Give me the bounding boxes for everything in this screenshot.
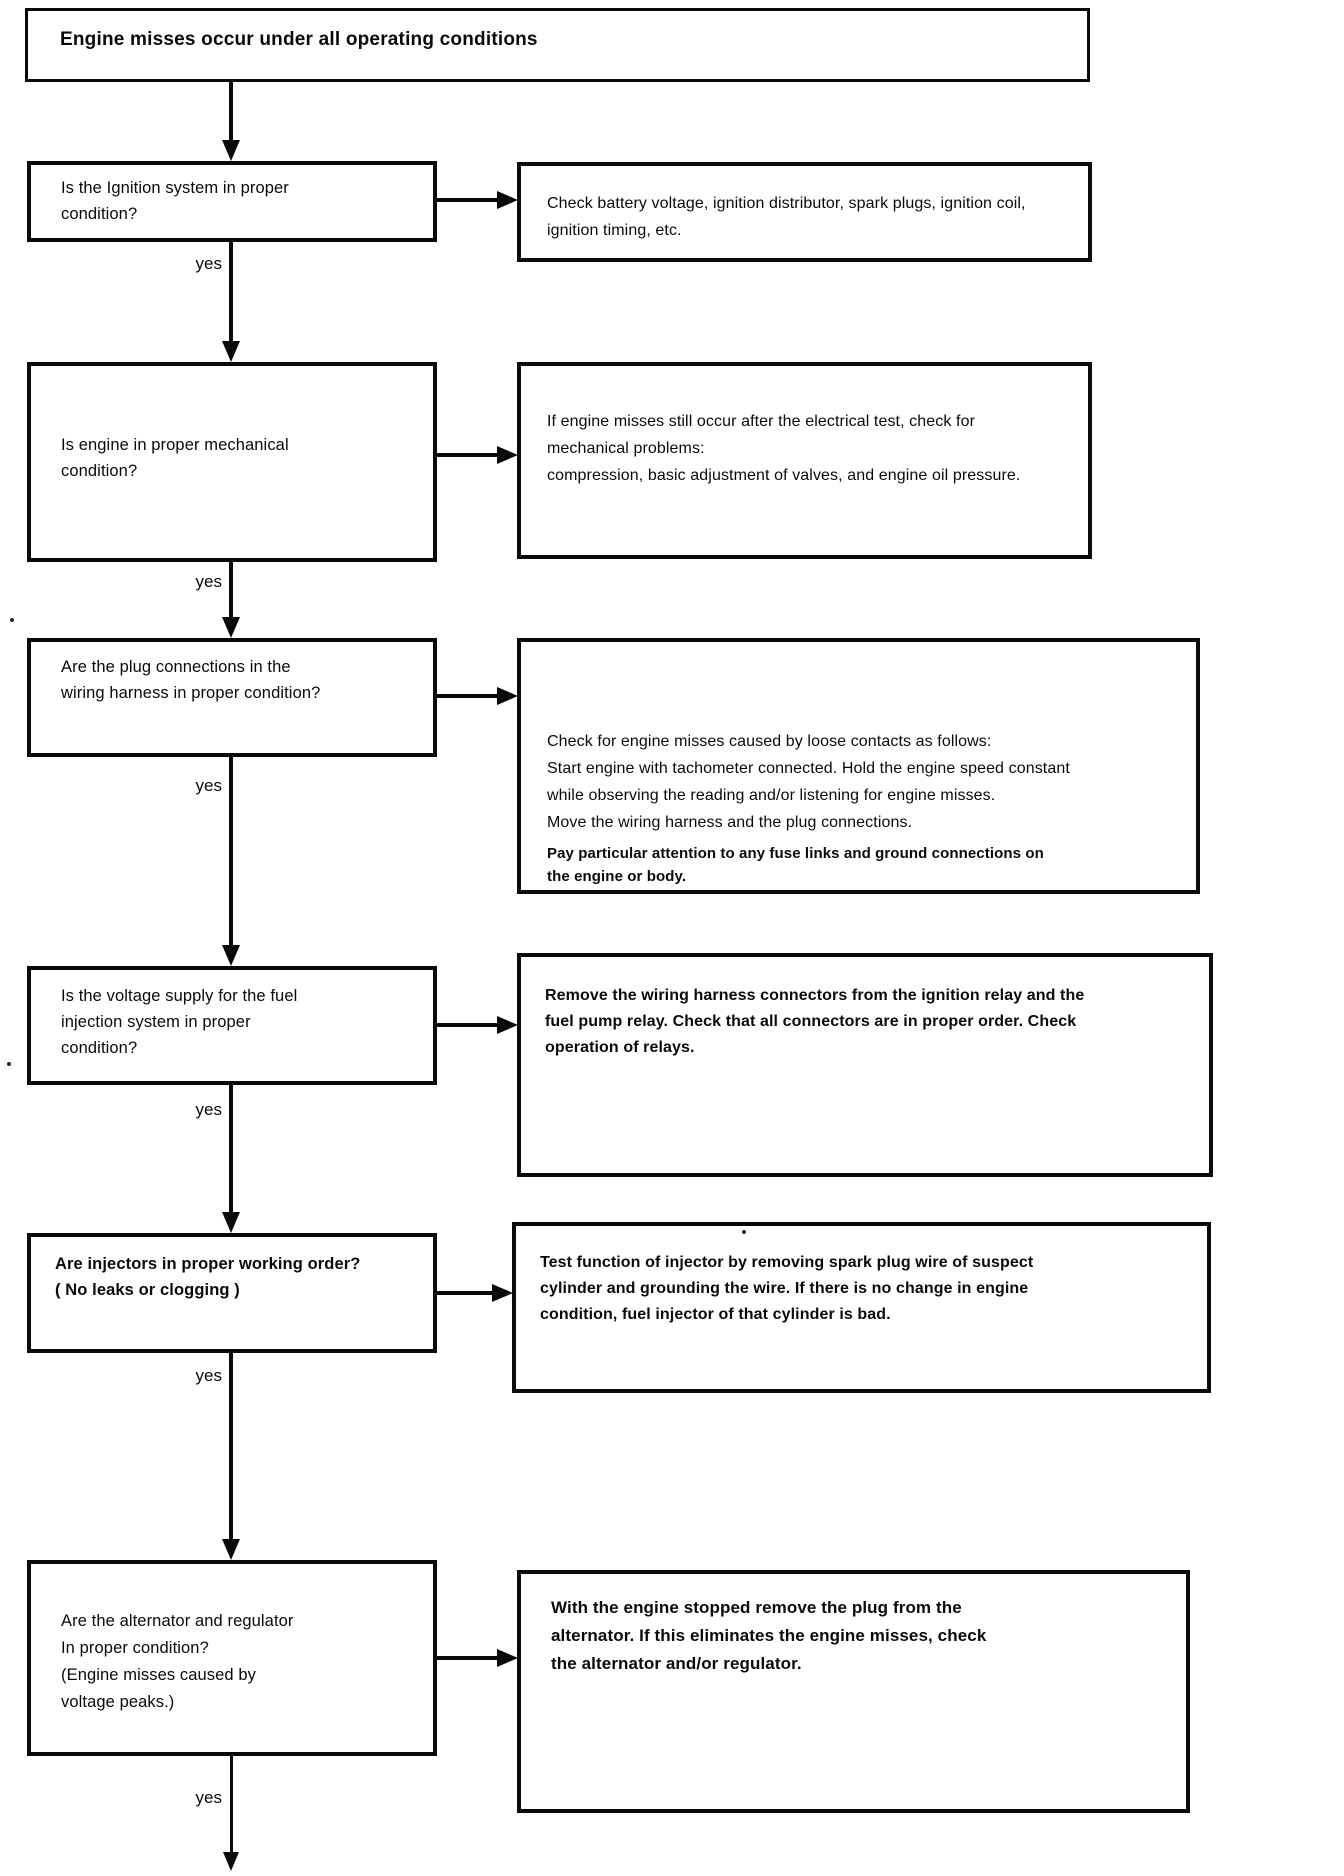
action-text: Test function of injector by removing sp… (540, 1254, 1034, 1323)
yes-label: yes (195, 1788, 222, 1807)
yes-label: yes (195, 254, 222, 273)
decision-ignition-system: Is the Ignition system in proper conditi… (27, 161, 437, 242)
decision-plug-connections: Are the plug connections in the wiring h… (27, 638, 437, 757)
arrow-down-icon (222, 140, 240, 161)
scan-speck (742, 1230, 746, 1234)
decision-text: Is engine in proper mechanical condition… (61, 436, 289, 480)
action-check-mechanical: If engine misses still occur after the e… (517, 362, 1092, 559)
action-text: Check battery voltage, ignition distribu… (547, 195, 1026, 239)
flow-line (229, 80, 233, 142)
action-text: Check for engine misses caused by loose … (547, 733, 1070, 831)
arrow-right-icon (497, 1649, 518, 1667)
action-note: Pay particular attention to any fuse lin… (547, 845, 1044, 885)
flow-line (230, 1756, 233, 1854)
flow-line (437, 453, 499, 457)
flow-line (437, 198, 499, 202)
decision-voltage-supply: Is the voltage supply for the fuel injec… (27, 966, 437, 1085)
arrow-right-icon (497, 687, 518, 705)
action-check-ignition: Check battery voltage, ignition distribu… (517, 162, 1092, 262)
arrow-down-icon (222, 945, 240, 966)
yes-label: yes (195, 1100, 222, 1119)
decision-mechanical-condition: Is engine in proper mechanical condition… (27, 362, 437, 562)
title-box: Engine misses occur under all operating … (25, 8, 1090, 82)
arrow-down-icon (222, 341, 240, 362)
decision-text: Is the voltage supply for the fuel injec… (61, 987, 298, 1057)
decision-text: Are the alternator and regulator In prop… (61, 1612, 294, 1711)
yes-label: yes (195, 572, 222, 591)
flow-line (437, 1291, 494, 1295)
arrow-right-icon (492, 1284, 513, 1302)
flow-line (229, 1085, 233, 1213)
scan-speck (7, 1062, 11, 1066)
scan-speck (10, 618, 14, 622)
decision-alternator-regulator: Are the alternator and regulator In prop… (27, 1560, 437, 1756)
action-text: Remove the wiring harness connectors fro… (545, 987, 1085, 1056)
decision-text: Is the Ignition system in proper conditi… (61, 179, 289, 223)
arrow-right-icon (497, 1016, 518, 1034)
arrow-right-icon (497, 446, 518, 464)
flow-line (437, 1656, 499, 1660)
action-check-alternator: With the engine stopped remove the plug … (517, 1570, 1190, 1813)
yes-label: yes (195, 1366, 222, 1385)
action-check-relays: Remove the wiring harness connectors fro… (517, 953, 1213, 1177)
arrow-down-icon (222, 1539, 240, 1560)
yes-label: yes (195, 776, 222, 795)
action-check-loose-contacts: Check for engine misses caused by loose … (517, 638, 1200, 894)
action-test-injector: Test function of injector by removing sp… (512, 1222, 1211, 1393)
arrow-down-icon (222, 617, 240, 638)
arrow-right-icon (497, 191, 518, 209)
flow-line (437, 1023, 499, 1027)
decision-text: Are the plug connections in the wiring h… (61, 658, 321, 702)
page-title: Engine misses occur under all operating … (60, 29, 538, 50)
arrow-down-icon (222, 1212, 240, 1233)
action-text: With the engine stopped remove the plug … (551, 1598, 987, 1673)
flow-line (229, 242, 233, 342)
action-text: If engine misses still occur after the e… (547, 413, 1021, 484)
flow-line (229, 562, 233, 618)
decision-injectors: Are injectors in proper working order? (… (27, 1233, 437, 1353)
flow-line (437, 694, 499, 698)
arrow-down-icon (223, 1852, 239, 1871)
decision-text: Are injectors in proper working order? (… (55, 1255, 361, 1299)
flow-line (229, 1353, 233, 1540)
flow-line (229, 757, 233, 946)
